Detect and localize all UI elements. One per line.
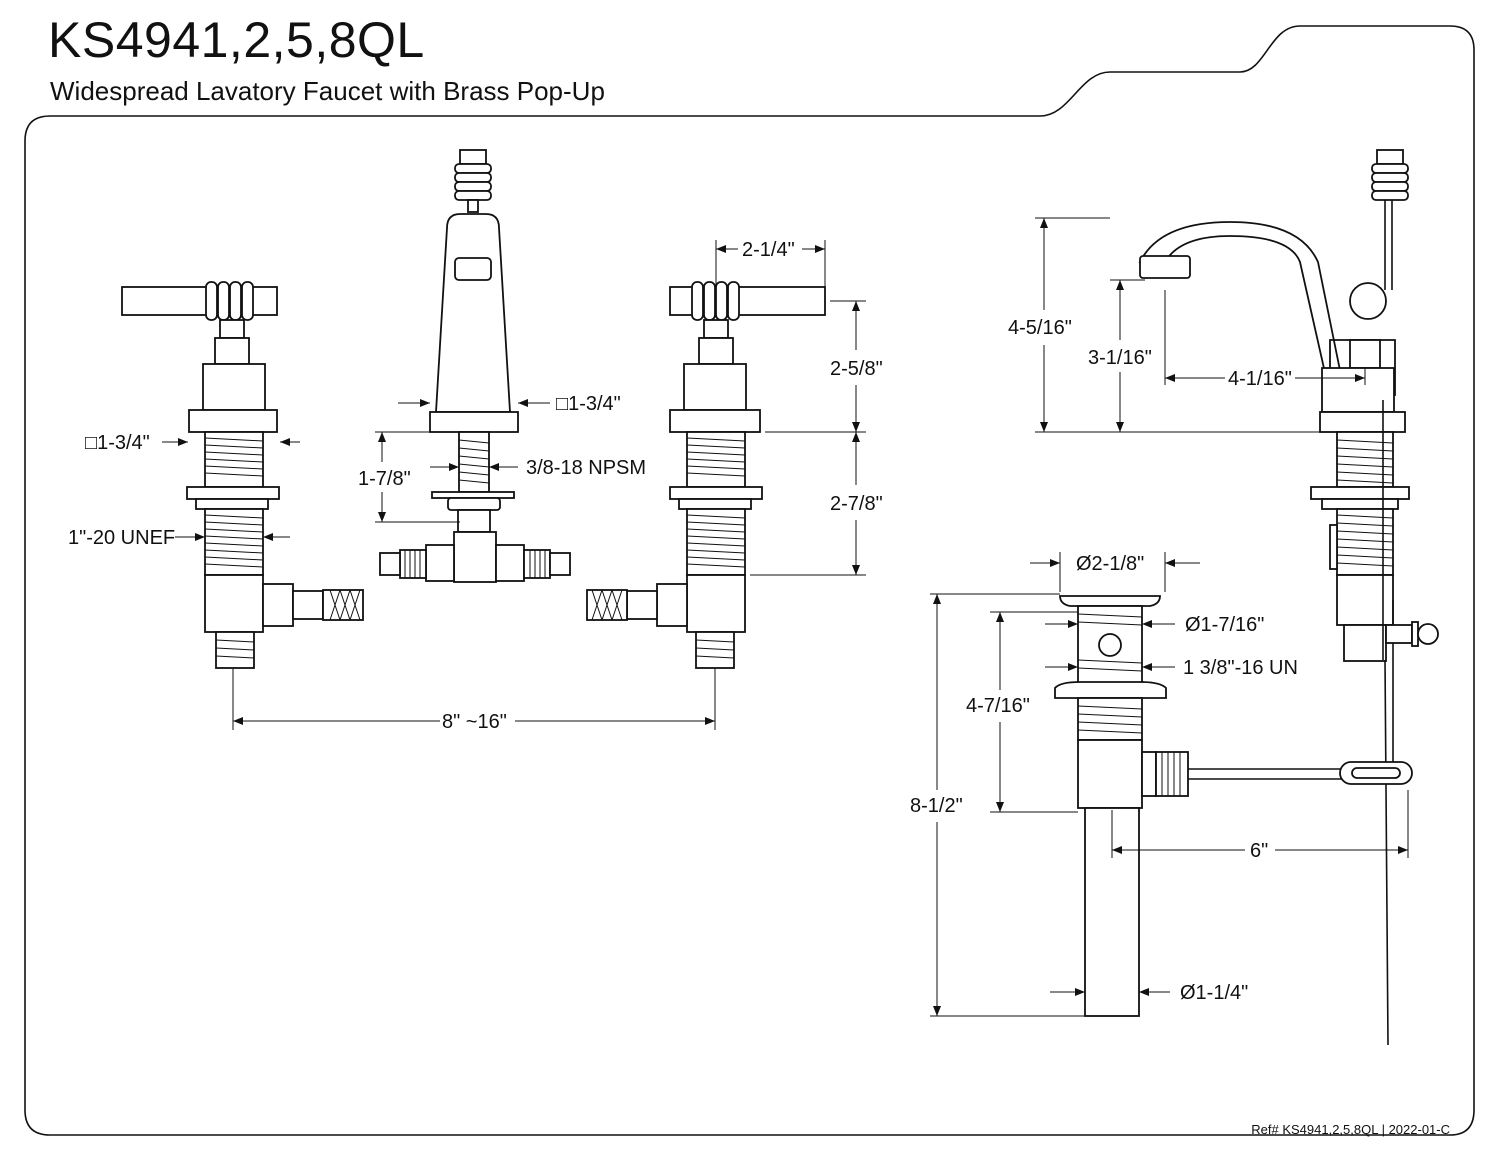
label-drain-body: Ø1-7/16" [1185, 614, 1264, 636]
label-handle-reach: 2-1/4" [742, 239, 795, 261]
side-thread-hatch [1336, 439, 1394, 567]
label-handle-square: □1-3/4" [85, 432, 150, 454]
label-spout-clearance: 3-1/16" [1088, 347, 1152, 369]
label-drain-thread: 1 3/8"-16 UN [1183, 657, 1298, 679]
label-rod-length: 6" [1250, 840, 1268, 862]
model-title: KS4941,2,5,8QL [48, 12, 425, 68]
spout-thread-hatch [404, 439, 546, 578]
left-handle-valve [121, 281, 364, 669]
label-handle-height: 2-5/8" [830, 358, 883, 380]
label-spout-height: 4-5/16" [1008, 317, 1072, 339]
popup-drain [1054, 595, 1413, 1017]
label-drain-upper: 4-7/16" [966, 695, 1030, 717]
label-spread: 8" ~16" [442, 711, 507, 733]
center-spout-front [379, 149, 571, 583]
side-spout [1138, 149, 1439, 1046]
drawing-frame [24, 25, 1475, 1136]
label-drain-total: 8-1/2" [910, 795, 963, 817]
drain-thread-hatch [1077, 613, 1181, 796]
label-drain-flange: Ø2-1/8" [1076, 553, 1144, 575]
reference-code: Ref# KS4941,2,5,8QL | 2022-01-C [1251, 1122, 1450, 1137]
label-spout-square: □1-3/4" [556, 393, 621, 415]
dimension-lines [162, 217, 1409, 1017]
label-spout-thread: 3/8-18 NPSM [526, 457, 646, 479]
label-thread-unef: 1"-20 UNEF [68, 527, 175, 549]
left-thread-hatch [204, 437, 361, 659]
label-tailpiece: Ø1-1/4" [1180, 982, 1248, 1004]
right-thread-hatch [591, 437, 746, 659]
dimension-arrows [178, 218, 1408, 1016]
label-spout-reach: 4-1/16" [1228, 368, 1292, 390]
label-handle-shank: 2-7/8" [830, 493, 883, 515]
label-spout-shank: 1-7/8" [358, 468, 411, 490]
product-description: Widespread Lavatory Faucet with Brass Po… [50, 76, 605, 106]
